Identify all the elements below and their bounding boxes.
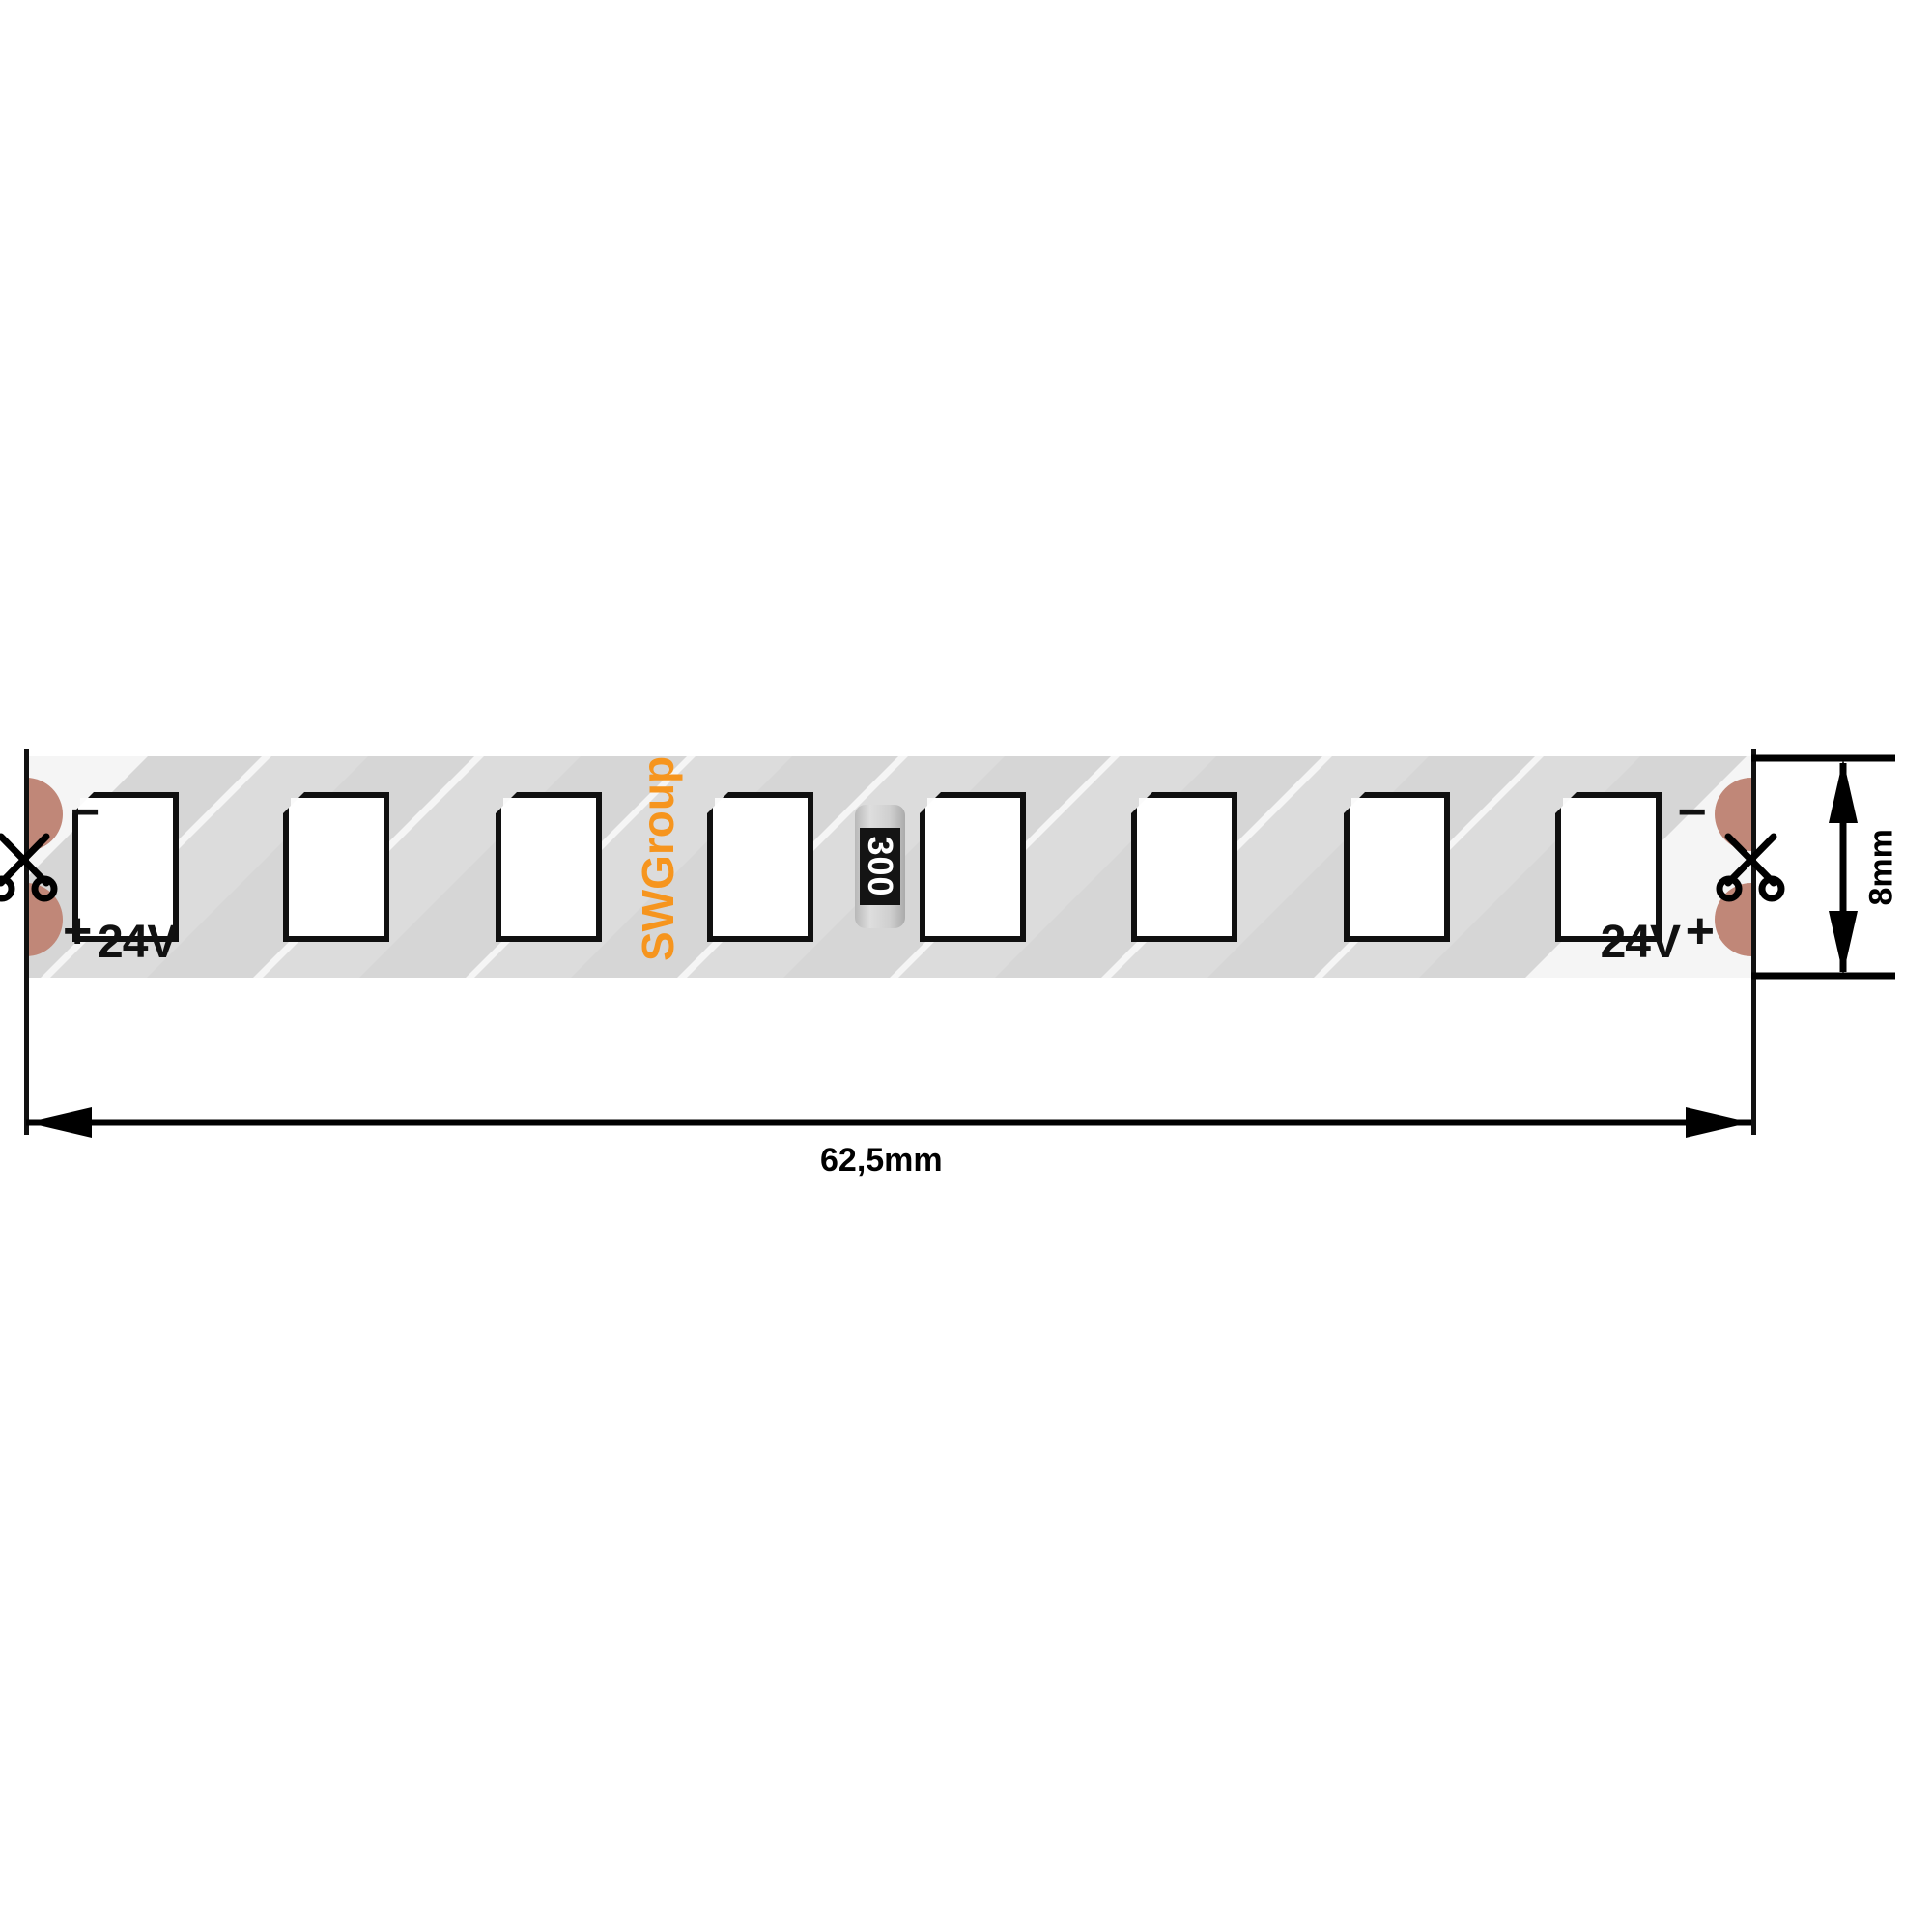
led-outline xyxy=(920,792,1026,942)
led-chip xyxy=(496,792,602,942)
polarity-plus-right: + xyxy=(1685,903,1715,959)
led-outline xyxy=(72,792,179,942)
led-chip xyxy=(707,792,813,942)
polarity-plus-left: + xyxy=(63,903,93,959)
led-chip xyxy=(72,792,179,942)
resistor-component: 300 xyxy=(855,805,905,928)
led-chip xyxy=(283,792,389,942)
led-outline xyxy=(707,792,813,942)
led-chip xyxy=(1344,792,1450,942)
resistor-value-label: 300 xyxy=(861,836,900,897)
cut-line-left xyxy=(24,749,29,1135)
cut-line-right xyxy=(1751,749,1756,1135)
led-outline xyxy=(1555,792,1662,942)
width-dimension-label: 8mm xyxy=(1862,829,1900,906)
length-arrow-right xyxy=(1686,1107,1751,1138)
length-dimension-label: 62,5mm xyxy=(820,1142,943,1179)
polarity-minus-right: − xyxy=(1677,784,1707,840)
width-arrow-top xyxy=(1829,759,1858,823)
voltage-label-right: 24V xyxy=(1600,917,1681,968)
scissors-icon xyxy=(0,829,64,904)
led-outline xyxy=(496,792,602,942)
led-outline xyxy=(283,792,389,942)
led-chip xyxy=(920,792,1026,942)
resistor-marking-area: 300 xyxy=(860,828,900,905)
length-arrow-left xyxy=(26,1107,92,1138)
scissors-icon xyxy=(1716,829,1791,904)
led-outline xyxy=(1344,792,1450,942)
led-outline xyxy=(1131,792,1237,942)
polarity-minus-left: − xyxy=(71,784,100,840)
led-chip xyxy=(1131,792,1237,942)
width-arrow-bottom xyxy=(1829,911,1858,975)
led-chip xyxy=(1555,792,1662,942)
led-strip-body: 300 SWGroup − + 24V − + 24V xyxy=(24,756,1753,978)
brand-logo: SWGroup xyxy=(633,756,683,961)
voltage-label-left: 24V xyxy=(98,917,178,968)
